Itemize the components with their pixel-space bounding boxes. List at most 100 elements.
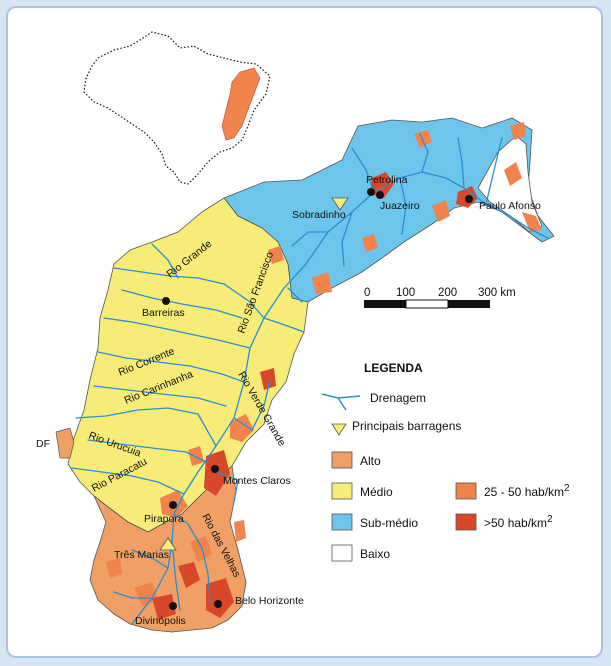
- legend-title: LEGENDA: [364, 361, 423, 375]
- density-patch-mid: [188, 446, 204, 466]
- density-patch-mid: [522, 212, 542, 232]
- label-paulo-afonso: Paulo Afonso: [479, 200, 541, 212]
- scale-tick-100: 100: [396, 287, 415, 299]
- density-patch-mid: [268, 246, 284, 264]
- legend-dens1-label: 25 - 50 hab/km2: [484, 483, 570, 499]
- density-patch-mid: [106, 558, 122, 578]
- label-divinopolis: Divinópolis: [135, 615, 186, 627]
- legend-dens1-sup: 2: [564, 483, 570, 494]
- brazil-inset-map: [83, 31, 271, 185]
- legend: LEGENDA Drenagem Principais barragens Al…: [321, 361, 570, 562]
- legend-barragens-label: Principais barragens: [352, 419, 461, 433]
- legend-medio-label: Médio: [360, 485, 393, 499]
- density-patch-high: [152, 594, 176, 620]
- density-patch-mid: [432, 200, 450, 222]
- river-urucuia: [75, 407, 217, 447]
- river-minor: [113, 591, 153, 599]
- city-markers: [162, 188, 473, 610]
- river-minor: [291, 231, 329, 247]
- river-corrente: [103, 317, 251, 349]
- city-dot-juazeiro: [376, 191, 384, 199]
- legend-baixo-swatch: [331, 544, 353, 562]
- density-patch-mid: [414, 130, 432, 148]
- legend-drenagem-label: Drenagem: [370, 391, 426, 405]
- density-patch-mid: [190, 536, 212, 562]
- river-verde-grande: [233, 379, 271, 431]
- label-sobradinho: Sobradinho: [292, 209, 346, 221]
- river-minor: [87, 439, 207, 463]
- river-carinhanha: [97, 351, 245, 383]
- river-minor: [93, 385, 227, 407]
- river-minor: [485, 137, 503, 205]
- region-df: [55, 427, 75, 459]
- river-minor: [131, 549, 169, 569]
- scale-segment: [364, 300, 406, 308]
- scale-tick-0: 0: [364, 287, 370, 299]
- label-pirapora: Pirapora: [144, 513, 184, 525]
- legend-dens2-text: >50 hab/km: [484, 516, 547, 530]
- river-minor: [341, 211, 353, 267]
- river-minor: [287, 287, 303, 303]
- legend-dens1-text: 25 - 50 hab/km: [484, 485, 564, 499]
- city-dot-montes-claros: [211, 465, 219, 473]
- legend-baixo-label: Baixo: [360, 547, 390, 561]
- river-minor: [399, 177, 407, 235]
- city-dot-paulo-afonso: [465, 195, 473, 203]
- river-paracatu: [71, 467, 185, 495]
- city-dot-divinopolis: [169, 602, 177, 610]
- legend-medio-swatch: [331, 482, 353, 500]
- legend-dens1-swatch: [455, 482, 477, 500]
- map-frame: Petrolina Juazeiro Sobradinho Paulo Afon…: [6, 6, 603, 658]
- river-grande-branch: [151, 243, 179, 279]
- dam-tres-marias-icon: [159, 537, 177, 551]
- legend-dens2-swatch: [455, 513, 477, 531]
- scale-tick-200: 200: [438, 287, 457, 299]
- density-patch-mid: [234, 520, 246, 542]
- river-paraopeba: [171, 541, 181, 611]
- river-minor: [457, 137, 465, 189]
- city-dot-petrolina: [367, 188, 375, 196]
- legend-sub-medio-label: Sub-médio: [360, 516, 418, 530]
- river-das-velhas: [173, 513, 211, 603]
- legend-dens2-sup: 2: [547, 514, 553, 525]
- density-patch-mid: [510, 122, 526, 140]
- brazil-inset-basin: [221, 67, 261, 141]
- river-minor: [351, 147, 375, 193]
- label-df: DF: [36, 438, 50, 450]
- legend-dens2-label: >50 hab/km2: [484, 514, 553, 530]
- scale-segment: [448, 300, 490, 308]
- river-minor: [121, 289, 243, 319]
- density-patch-mid: [230, 414, 254, 442]
- label-juazeiro: Juazeiro: [380, 200, 420, 212]
- city-dot-belo-horizonte: [214, 600, 222, 608]
- sao-francisco-basin-map: Petrolina Juazeiro Sobradinho Paulo Afon…: [36, 31, 570, 633]
- density-patch-mid: [312, 272, 332, 294]
- river-minor: [263, 317, 305, 333]
- city-dot-barreiras: [162, 297, 170, 305]
- label-belo-horizonte: Belo Horizonte: [235, 595, 304, 607]
- density-patch-high: [178, 562, 200, 588]
- dam-sobradinho-icon: [331, 197, 349, 211]
- river-grande: [113, 267, 265, 319]
- scale-tick-300: 300 km: [478, 287, 516, 299]
- density-patch-mid: [260, 368, 276, 390]
- city-dot-pirapora: [169, 501, 177, 509]
- density-patch-mid: [134, 582, 158, 606]
- density-patch-mid: [362, 234, 378, 252]
- river-minor: [419, 133, 429, 173]
- river-network: [71, 133, 549, 625]
- legend-alto-label: Alto: [360, 454, 381, 468]
- brazil-outline: [83, 31, 271, 185]
- legend-sub-medio-swatch: [331, 513, 353, 531]
- legend-alto-swatch: [331, 451, 353, 469]
- scale-segment: [405, 299, 449, 309]
- label-tres-marias: Três Marias: [114, 549, 169, 561]
- label-petrolina: Petrolina: [366, 174, 408, 186]
- label-barreiras: Barreiras: [142, 307, 185, 319]
- legend-barragem-icon: [331, 423, 347, 436]
- density-patch-mid: [504, 162, 522, 186]
- river-minor: [215, 471, 239, 503]
- legend-drenagem-icon: [321, 393, 361, 411]
- scale-bar: 0 100 200 300 km: [364, 287, 516, 309]
- label-montes-claros: Montes Claros: [223, 475, 291, 487]
